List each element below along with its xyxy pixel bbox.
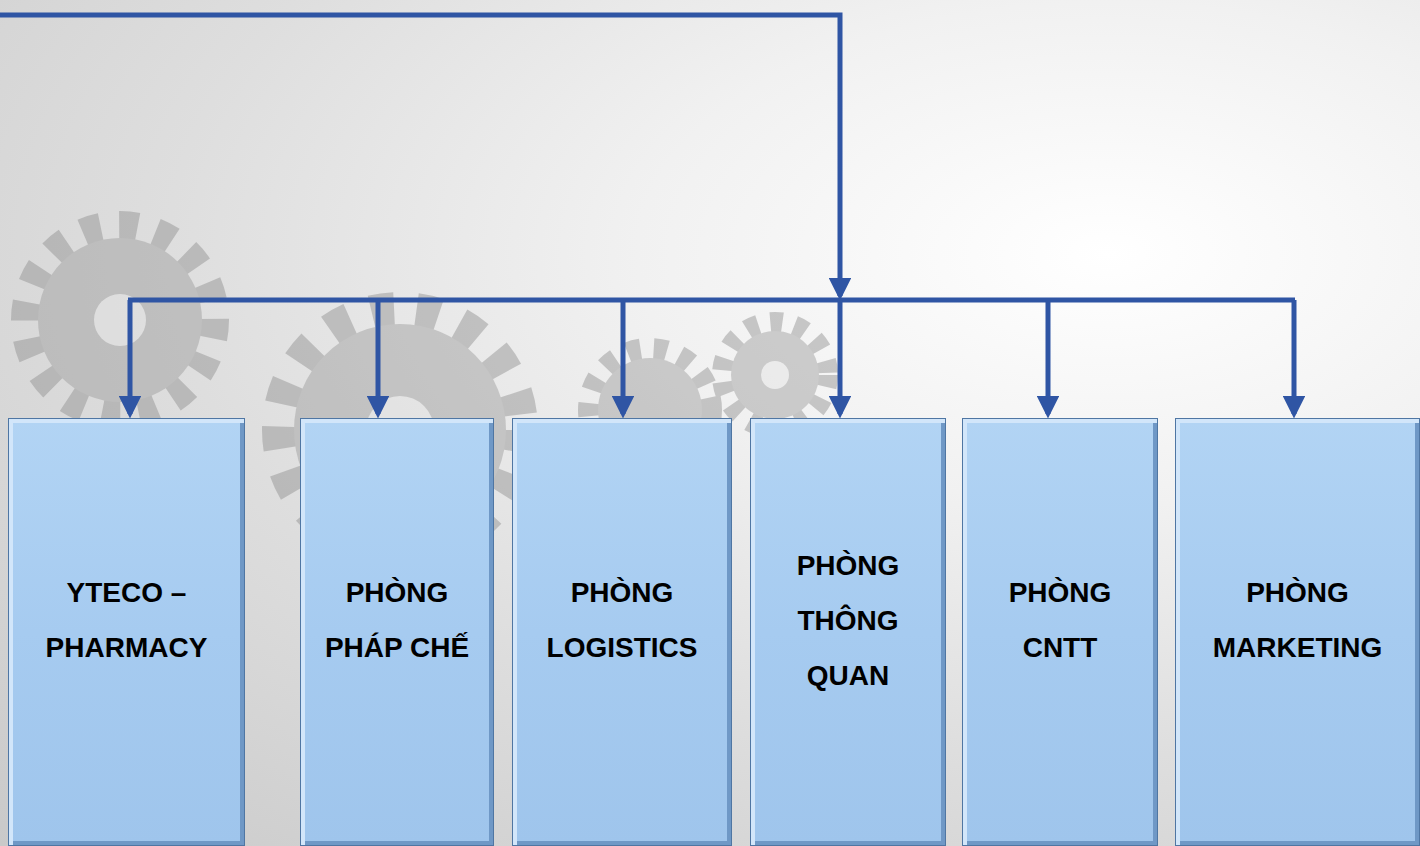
department-box: PHÒNG THÔNG QUAN — [750, 418, 946, 846]
gear — [28, 228, 212, 412]
box-label: PHÒNG CNTT — [978, 565, 1142, 699]
drop-line — [1046, 300, 1051, 414]
department-box: PHÒNG LOGISTICS — [512, 418, 732, 846]
gear — [723, 323, 827, 427]
box-label: PHÒNG LOGISTICS — [528, 565, 716, 699]
department-box: PHÒNG PHÁP CHẾ — [300, 418, 494, 846]
box-label: PHÒNG MARKETING — [1191, 565, 1404, 699]
drop-line — [1292, 300, 1297, 414]
department-box: YTECO – PHARMACY — [8, 418, 245, 846]
box-label: PHÒNG THÔNG QUAN — [766, 538, 930, 727]
department-box: PHÒNG MARKETING — [1175, 418, 1420, 846]
drop-line — [621, 300, 626, 414]
trunk-line — [0, 15, 840, 296]
box-label: YTECO – PHARMACY — [24, 565, 229, 699]
bus-line — [128, 298, 1295, 303]
department-box: PHÒNG CNTT — [962, 418, 1158, 846]
box-label: PHÒNG PHÁP CHẾ — [316, 565, 478, 699]
drop-line — [838, 300, 843, 414]
drop-line — [128, 300, 133, 414]
drop-line — [376, 300, 381, 414]
